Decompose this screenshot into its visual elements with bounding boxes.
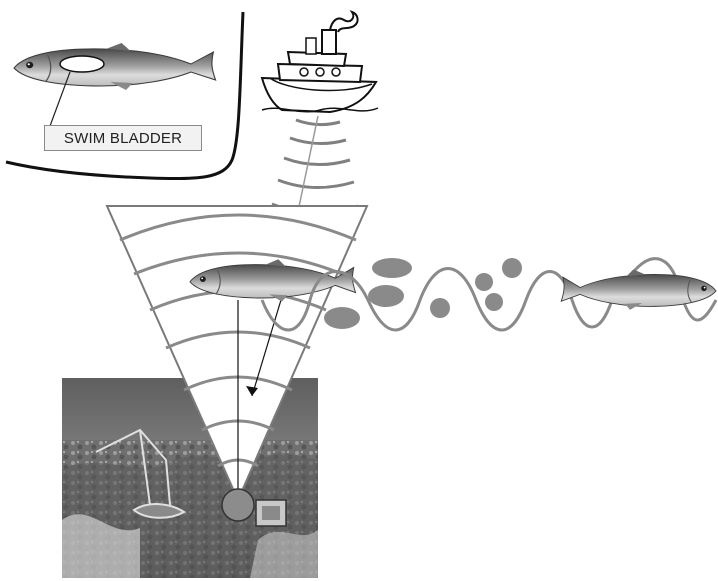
seafloor-photo <box>62 378 318 578</box>
swim-bladder-label: SWIM BLADDER <box>44 125 202 151</box>
hydrophone-sensor <box>222 489 254 521</box>
instrument-box-icon <box>256 500 286 526</box>
ship-icon <box>262 12 378 112</box>
swimming-fish <box>561 259 716 327</box>
inset-fish-icon <box>14 43 216 90</box>
swimming-fish-icon <box>561 269 716 309</box>
swim-bladder-marker <box>60 56 104 72</box>
swim-bladder-inset <box>6 12 243 179</box>
inset-border <box>6 12 243 179</box>
